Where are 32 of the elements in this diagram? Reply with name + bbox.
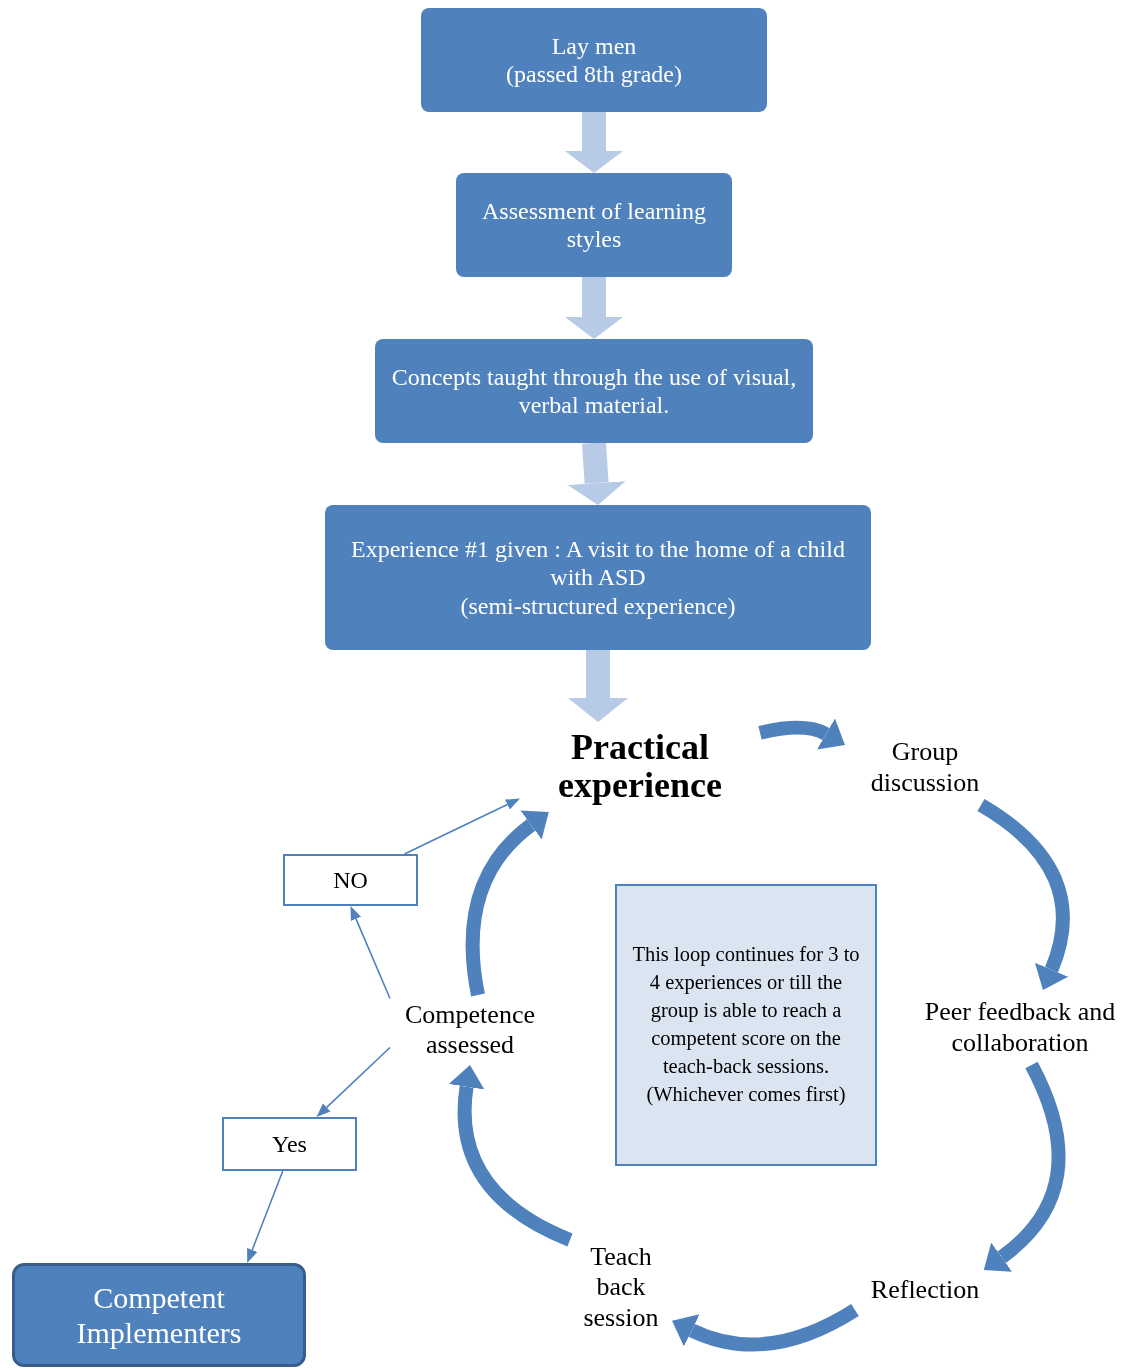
step-label: Peer feedback and collaboration	[905, 990, 1135, 1065]
arrow	[247, 1170, 284, 1263]
curved-arrow	[465, 811, 549, 997]
process-box	[421, 8, 767, 112]
process-box: Assessment of learning styles	[456, 173, 732, 277]
curved-arrow	[671, 1304, 859, 1352]
curved-arrow	[984, 1061, 1066, 1272]
arrow	[316, 1046, 391, 1117]
arrow	[403, 798, 520, 855]
box-text: (semi-structured experience)	[460, 591, 736, 620]
box-text: (passed 8th grade)	[506, 60, 682, 89]
step-label: Group discussion	[845, 730, 1005, 805]
step-label: Competence assessed	[390, 995, 550, 1065]
process-box: Concepts taught through the use of visual, verbal material.	[375, 339, 813, 443]
curved-arrow	[758, 717, 846, 751]
outcome-box: Competent Implementers	[12, 1263, 306, 1367]
step-label: Practical experience	[520, 722, 760, 812]
box-text: Experience #1 given : A visit to the home of a child with ASD	[350, 535, 846, 592]
block-arrow	[567, 442, 626, 505]
step-label: Reflection	[855, 1270, 995, 1310]
curved-arrow	[977, 799, 1070, 991]
arrow	[350, 906, 391, 1000]
box-text: Lay men	[551, 31, 637, 60]
block-arrow	[568, 650, 628, 722]
block-arrow	[565, 112, 623, 173]
block-arrow	[565, 277, 623, 339]
note-box: This loop continues for 3 to 4 experiences or till the group is able to reach a competent score on the teach-back sessions. (Whichever comes first)	[615, 884, 877, 1166]
curved-arrow	[448, 1064, 573, 1247]
decision-box: Yes	[222, 1117, 357, 1171]
process-box	[325, 505, 871, 650]
decision-box: NO	[283, 854, 418, 906]
step-label: Teach back session	[570, 1240, 672, 1335]
